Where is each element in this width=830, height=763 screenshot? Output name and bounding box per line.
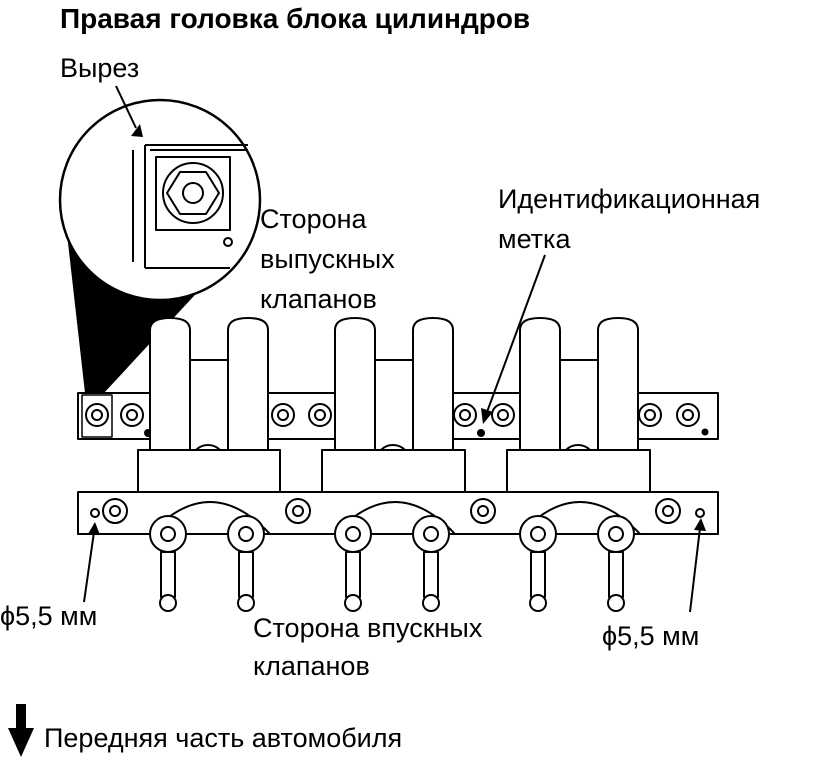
rocker-assembly-3 — [506, 317, 651, 612]
intake-side-label-line1: Сторона впускных — [253, 613, 483, 643]
rocker-assembly-2 — [321, 317, 466, 612]
front-of-vehicle-label: Передняя часть автомобиля — [44, 723, 403, 753]
hole-left-label: ϕ5,5 мм — [0, 601, 98, 631]
id-mark-label-line1: Идентификационная — [498, 184, 761, 214]
leader-arrows — [83, 85, 706, 613]
hole-right-label: ϕ5,5 мм — [602, 621, 700, 651]
down-arrow-icon — [8, 704, 34, 757]
cutout-detail-magnifier — [58, 98, 262, 302]
exhaust-side-label-line3: клапанов — [260, 284, 377, 314]
rocker-assembly-1 — [137, 317, 281, 612]
id-mark-label-line2: метка — [498, 224, 571, 254]
cutout-label: Вырез — [60, 53, 140, 83]
exhaust-side-label-line2: выпускных — [260, 244, 395, 274]
page-title: Правая головка блока цилиндров — [60, 3, 531, 34]
exhaust-side-label-line1: Сторона — [260, 204, 367, 234]
intake-side-label-line2: клапанов — [253, 651, 370, 681]
